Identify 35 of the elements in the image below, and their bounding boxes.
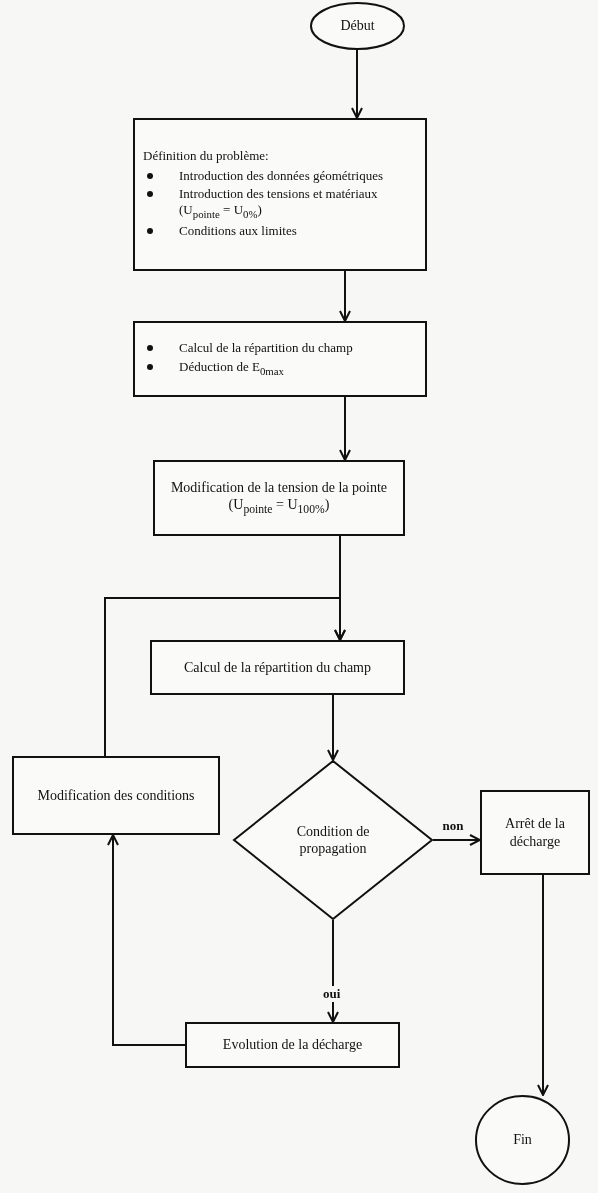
- process-box: [150, 640, 405, 695]
- list-item-text: Conditions aux limites: [179, 223, 297, 240]
- list-item-text: Introduction des tensions et matériaux (U$_{pointe}$ = U$_{0%}$): [179, 185, 379, 222]
- terminal-ellipse: [475, 1095, 570, 1185]
- node-label: Calcul de la répartition du champ: [184, 658, 371, 677]
- arrow: [351, 49, 363, 119]
- process-box: [12, 756, 220, 835]
- terminal-ellipse: [310, 2, 405, 50]
- list-item-text: Introduction des données géométriques: [179, 167, 383, 184]
- arrow: [104, 597, 346, 757]
- arrow: [339, 270, 351, 322]
- arrow: [339, 396, 351, 461]
- node-label: Evolution de la décharge: [222, 1036, 363, 1054]
- process-box: [133, 321, 427, 397]
- node-label: Modification des conditions: [37, 786, 195, 805]
- process-box: [480, 790, 590, 875]
- arrow: [537, 874, 549, 1096]
- list-item-text: Calcul de la répartition du champ: [179, 340, 353, 357]
- node-label: Début: [340, 17, 375, 35]
- process-box: [185, 1022, 400, 1068]
- box-heading: Définition du problème:: [143, 148, 269, 165]
- decision-diamond: [233, 760, 433, 920]
- process-box: [133, 118, 427, 271]
- list-item-text: Déduction de E$_{0max}$: [179, 358, 284, 378]
- edge-label: oui: [321, 986, 343, 1002]
- process-box: [153, 460, 405, 536]
- node-label: Modification de la tension de la pointe: [170, 478, 388, 497]
- arrow: [327, 919, 339, 1023]
- arrow: [107, 834, 186, 1046]
- node-label: Arrêt de la décharge: [504, 815, 566, 850]
- node-label: Condition de propagation: [295, 822, 371, 858]
- arrow: [432, 834, 481, 846]
- node-label: Fin: [513, 1131, 532, 1149]
- arrow: [327, 694, 339, 761]
- node-label: (U$_{pointe}$ = U$_{100%}$): [228, 496, 330, 518]
